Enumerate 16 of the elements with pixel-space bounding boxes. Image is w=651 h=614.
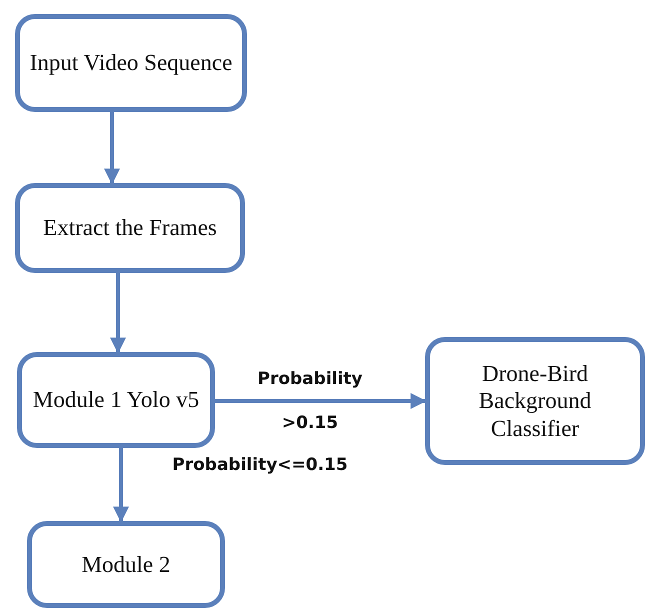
edge-label: Probability >0.15 [256,368,364,435]
box-text: Module 1 Yolo v5 [32,386,200,414]
box-text: Module 2 [80,550,172,578]
box-text: Extract the Frames [42,214,218,242]
process-box [15,183,245,273]
process-box [15,14,247,112]
box-text: Input Video Sequence [28,49,234,77]
arrow [110,273,126,354]
arrow [104,112,120,185]
process-box [17,352,215,448]
process-box [27,521,225,608]
box-text: Drone-Bird Background Classifier [478,360,592,442]
edge-label: Probability<=0.15 [171,455,349,475]
process-box [425,337,645,465]
arrow [113,448,129,523]
arrow [215,393,427,409]
